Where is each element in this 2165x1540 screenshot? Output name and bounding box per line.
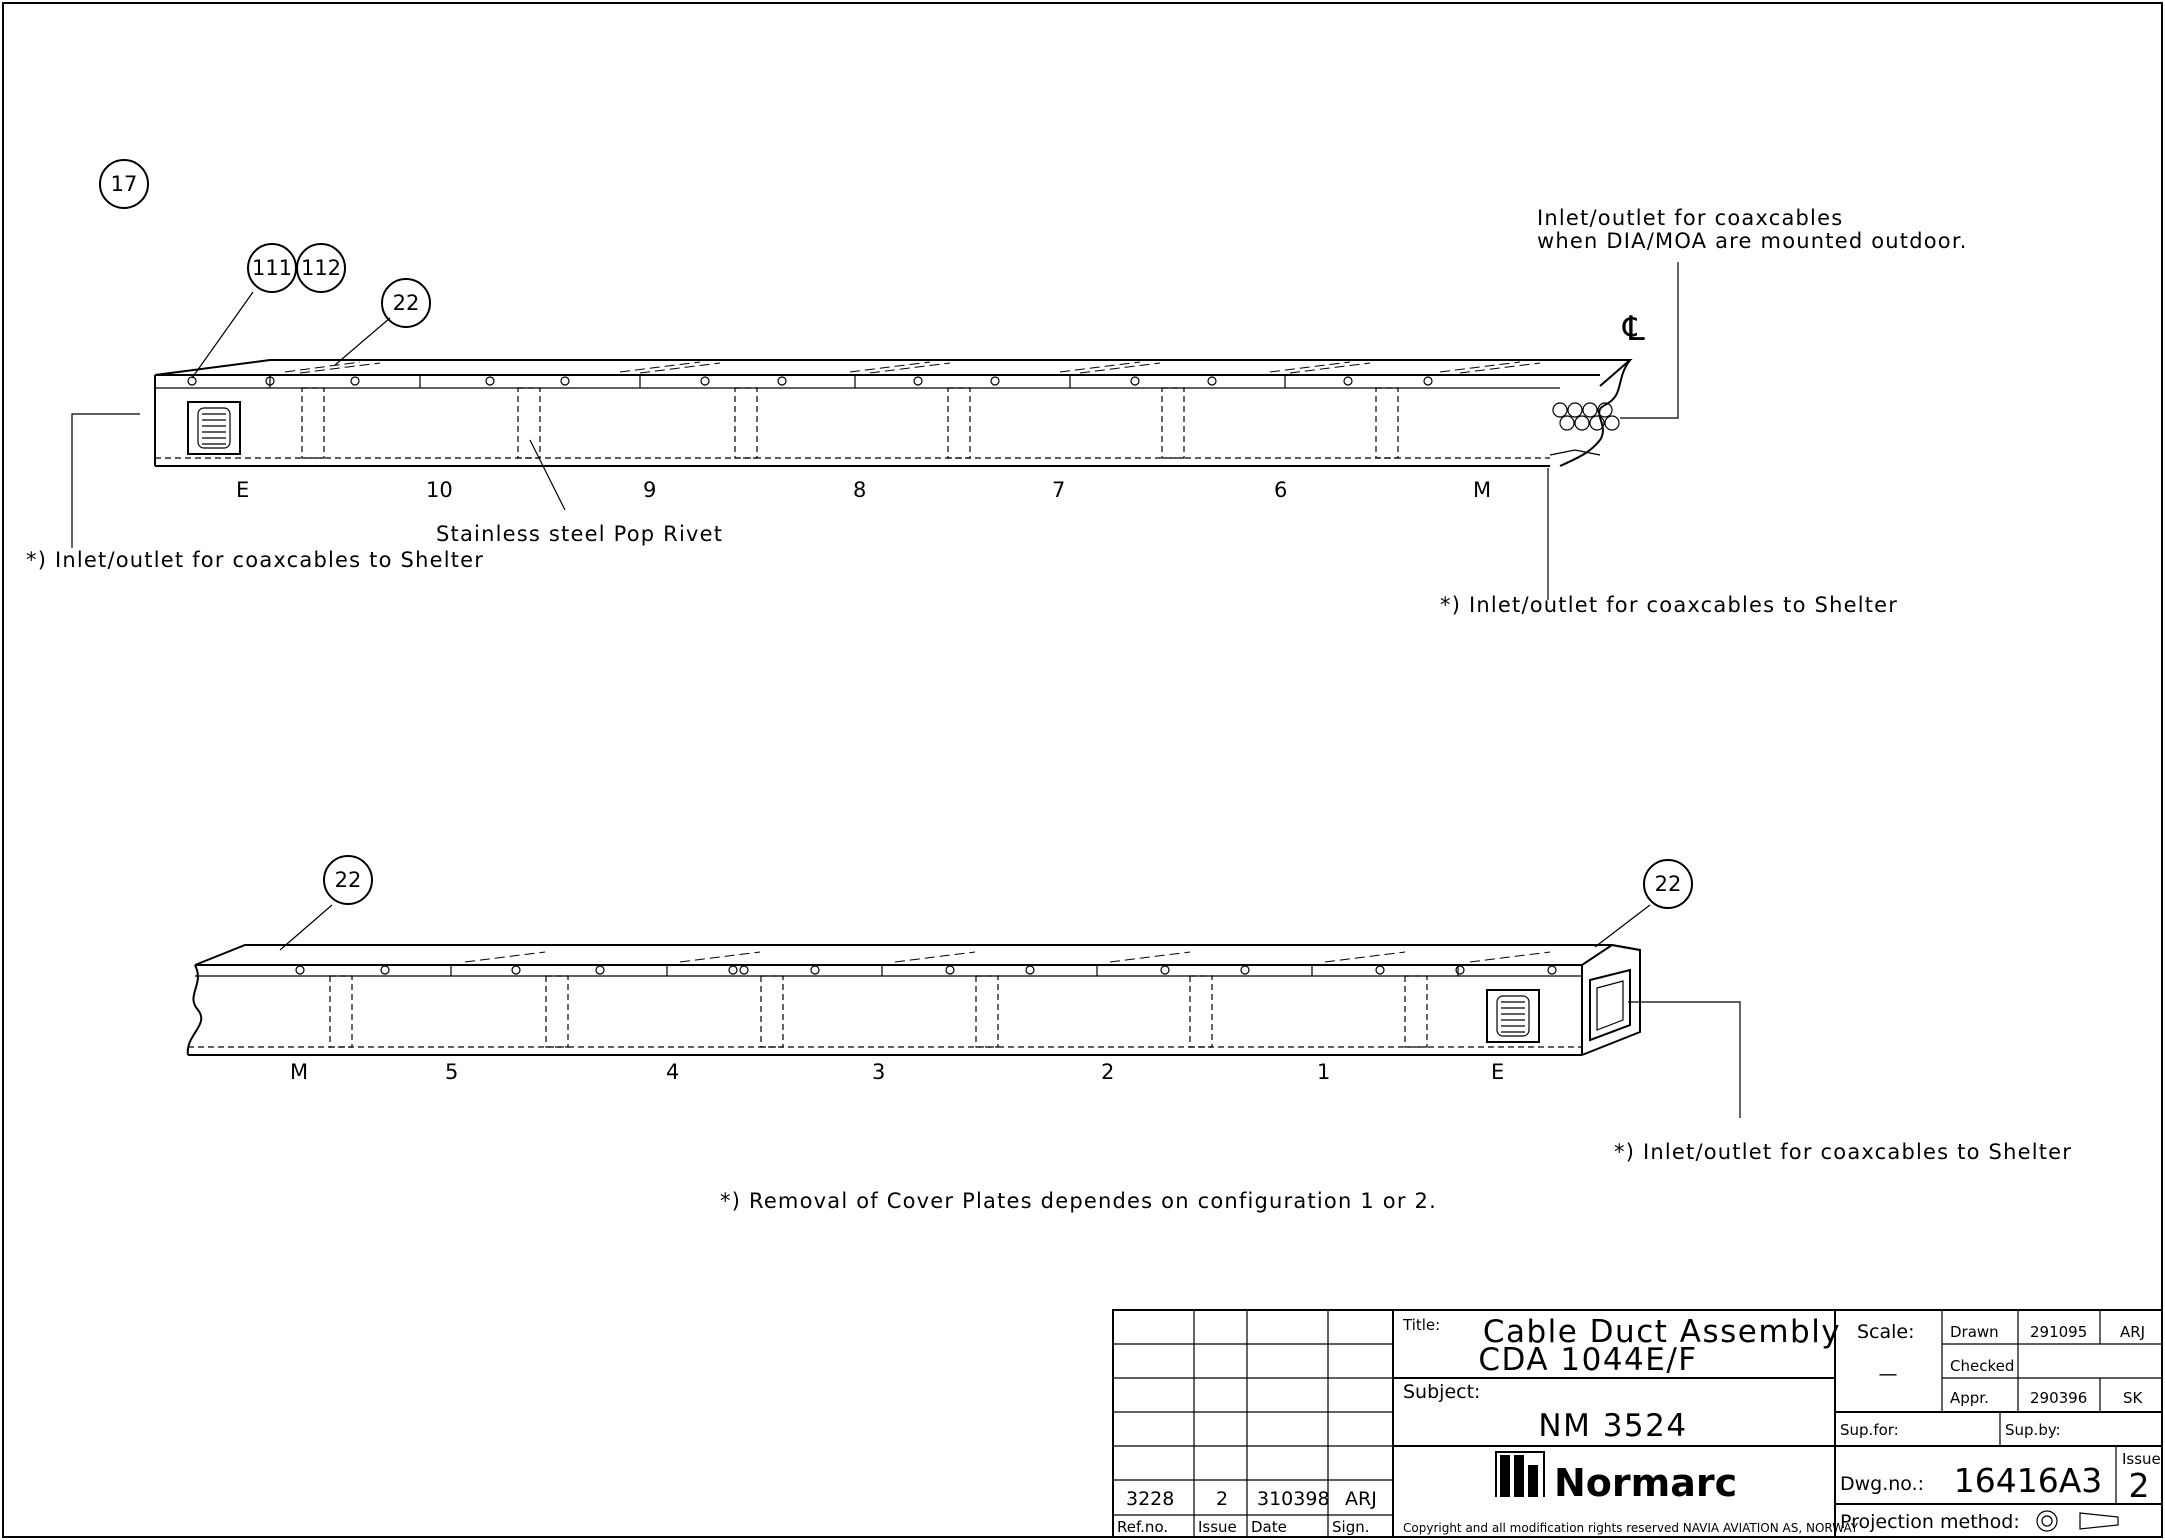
upper-coax-bundle	[1549, 402, 1620, 456]
rev-date: 310398	[1257, 1488, 1330, 1510]
lower-vent-icon	[1486, 989, 1540, 1043]
checked-label: Checked	[1950, 1357, 2014, 1375]
lower-segment-label: 1	[1317, 1060, 1330, 1084]
lower-segment-label: E	[1491, 1060, 1504, 1084]
item-balloon-17: 17	[99, 159, 149, 209]
pop-rivet-note: Stainless steel Pop Rivet	[436, 522, 723, 546]
title-line2: CDA 1044E/F	[1478, 1342, 1697, 1378]
centerline-symbol: ℄	[1622, 309, 1645, 349]
logo-text: Normarc	[1554, 1461, 1737, 1505]
svg-text:112: 112	[301, 256, 341, 280]
rev-issue: 2	[1216, 1488, 1228, 1510]
upper-segment-label: E	[236, 478, 249, 502]
appr-date: 290396	[2030, 1389, 2087, 1407]
lower-rivets	[295, 965, 1557, 975]
rev-header-issue: Issue	[1198, 1518, 1237, 1536]
upper-segment-label: 6	[1274, 478, 1287, 502]
lower-right-leader	[1628, 1001, 1741, 1118]
pop-rivet-leader	[529, 439, 566, 511]
outdoor-inlet-leader	[1620, 262, 1679, 419]
upper-segment-label: M	[1473, 478, 1491, 502]
balloon-22-lower-right-leader	[1594, 904, 1651, 948]
svg-text:17: 17	[111, 172, 138, 196]
rev-header-date: Date	[1251, 1518, 1287, 1536]
appr-sign: SK	[2123, 1389, 2144, 1407]
svg-text:22: 22	[393, 291, 420, 315]
upper-duct-view	[71, 262, 1679, 600]
item-balloon-22-lower-left: 22	[323, 855, 373, 905]
lower-cover-hatching	[464, 951, 1551, 963]
appr-label: Appr.	[1950, 1389, 1989, 1407]
projection-label: Projection method:	[1840, 1511, 2020, 1533]
upper-duct-top-edge	[154, 359, 1633, 387]
rev-header-sign: Sign.	[1332, 1518, 1370, 1536]
upper-segment-label: 7	[1052, 478, 1065, 502]
svg-text:111: 111	[252, 256, 292, 280]
item-balloon-22-lower-right: 22	[1643, 859, 1693, 909]
upper-rivets	[187, 376, 1433, 386]
scale-value: —	[1879, 1363, 1898, 1385]
svg-text:22: 22	[335, 868, 362, 892]
item-balloon-111: 111	[247, 243, 297, 293]
svg-text:22: 22	[1655, 872, 1682, 896]
outdoor-inlet-note-line2: when DIA/MOA are mounted outdoor.	[1537, 229, 1968, 253]
upper-vent-icon	[187, 401, 241, 455]
shelter-inlet-note-top-right: *) Inlet/outlet for coaxcables to Shelte…	[1440, 593, 1898, 617]
balloon-22-lower-left-leader	[279, 904, 333, 951]
balloon-111-leader	[191, 291, 254, 379]
upper-segment-label: 8	[853, 478, 866, 502]
balloon-22-top-leader	[334, 317, 391, 366]
lower-segment-label: 4	[666, 1060, 679, 1084]
lower-duct-view	[186, 904, 1741, 1118]
title-block	[1112, 1309, 2163, 1538]
dwg-no-label: Dwg.no.:	[1840, 1473, 1924, 1495]
shelter-inlet-note-bottom-right: *) Inlet/outlet for coaxcables to Shelte…	[1614, 1140, 2072, 1164]
item-balloon-22-top: 22	[381, 278, 431, 328]
copyright-note: Copyright and all modification rights re…	[1403, 1521, 1859, 1535]
upper-cover-hatching	[284, 361, 1541, 374]
drawn-label: Drawn	[1950, 1323, 1999, 1341]
upper-segment-label: 9	[643, 478, 656, 502]
upper-segment-label: 10	[426, 478, 453, 502]
dwg-no-value: 16416A3	[1954, 1461, 2103, 1500]
normarc-logo: Normarc	[1495, 1451, 1737, 1505]
item-balloon-112: 112	[296, 243, 346, 293]
lower-segment-label: M	[290, 1060, 308, 1084]
outdoor-inlet-note-line1: Inlet/outlet for coaxcables	[1537, 206, 1843, 230]
lower-duct-break-end	[186, 964, 203, 1056]
title-label: Title:	[1402, 1316, 1440, 1334]
rev-ref-no: 3228	[1126, 1488, 1174, 1510]
shelter-inlet-note-left: *) Inlet/outlet for coaxcables to Shelte…	[26, 548, 484, 572]
removal-note: *) Removal of Cover Plates dependes on c…	[720, 1189, 1437, 1213]
drawn-date: 291095	[2030, 1323, 2087, 1341]
drawn-sign: ARJ	[2120, 1323, 2145, 1341]
lower-segment-label: 2	[1101, 1060, 1114, 1084]
upper-stiffeners	[301, 387, 1399, 459]
sup-for-label: Sup.for:	[1840, 1421, 1899, 1439]
sup-by-label: Sup.by:	[2005, 1421, 2061, 1439]
lower-duct-top-edge	[194, 944, 1641, 966]
lower-duct-end-cap	[1581, 943, 1641, 1056]
scale-label: Scale:	[1857, 1321, 1915, 1343]
subject-value: NM 3524	[1538, 1408, 1687, 1444]
rev-header-ref-no: Ref.no.	[1117, 1518, 1168, 1536]
rev-sign: ARJ	[1345, 1488, 1377, 1510]
lower-segment-label: 5	[445, 1060, 458, 1084]
lower-segment-label: 3	[872, 1060, 885, 1084]
issue-value: 2	[2129, 1466, 2150, 1505]
end-cover-plate-icon	[1589, 968, 1631, 1042]
issue-label: Issue	[2122, 1450, 2161, 1468]
upper-left-leader	[71, 413, 140, 548]
title-line1: Cable Duct Assembly	[1483, 1314, 1841, 1350]
projection-method-icon	[2036, 1510, 2119, 1532]
lower-stiffeners	[329, 975, 1428, 1048]
subject-label: Subject:	[1403, 1381, 1480, 1403]
